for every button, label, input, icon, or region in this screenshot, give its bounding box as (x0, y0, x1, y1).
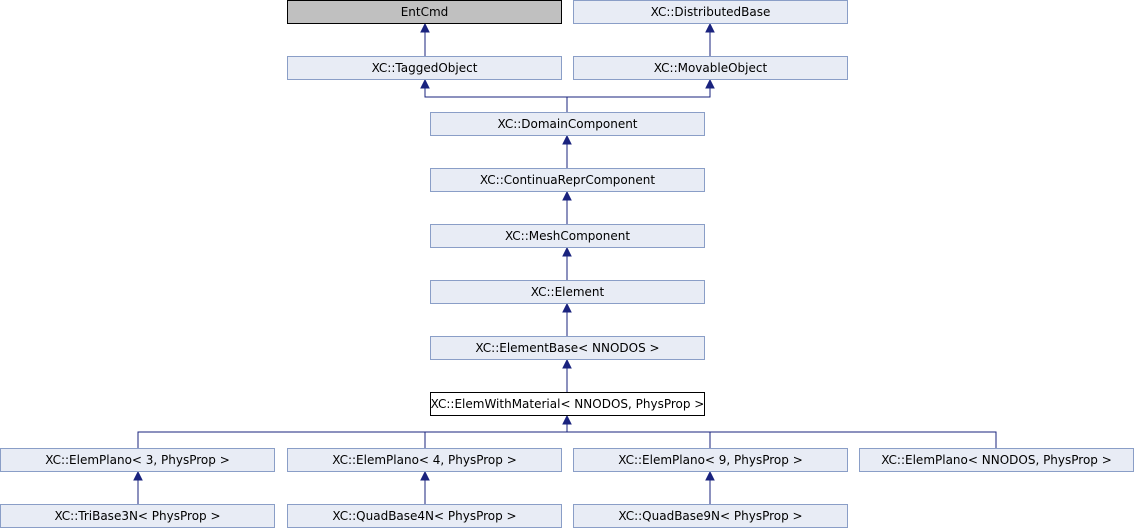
node-element[interactable]: XC::Element (430, 280, 705, 304)
arrowhead-mesh (562, 246, 572, 257)
arrowhead-elemplano9 (705, 470, 715, 481)
arrowhead-elemplano3 (133, 470, 143, 481)
node-elem-plano-4[interactable]: XC::ElemPlano< 4, PhysProp > (287, 448, 562, 472)
node-tagged-object[interactable]: XC::TaggedObject (287, 56, 562, 80)
node-continua-repr-component[interactable]: XC::ContinuaReprComponent (430, 168, 705, 192)
node-elem-with-material: XC::ElemWithMaterial< NNODOS, PhysProp > (430, 392, 705, 416)
node-movable-object[interactable]: XC::MovableObject (573, 56, 848, 80)
arrowhead-distributed (705, 22, 715, 33)
node-quad-base-4n[interactable]: XC::QuadBase4N< PhysProp > (287, 504, 562, 528)
edge-domain-to-movable (567, 84, 711, 98)
arrowhead-domain (562, 134, 572, 145)
arrowhead-elemwithmaterial (562, 414, 572, 425)
arrowhead-elementbase (562, 358, 572, 369)
node-distributed-base[interactable]: XC::DistributedBase (573, 0, 848, 24)
node-domain-component[interactable]: XC::DomainComponent (430, 112, 705, 136)
node-quad-base-9n[interactable]: XC::QuadBase9N< PhysProp > (573, 504, 848, 528)
node-entcmd: EntCmd (287, 0, 562, 24)
arrowhead-tagged (420, 78, 430, 89)
arrowhead-elemplano4 (420, 470, 430, 481)
node-elem-plano-9[interactable]: XC::ElemPlano< 9, PhysProp > (573, 448, 848, 472)
node-elem-plano-nnodos[interactable]: XC::ElemPlano< NNODOS, PhysProp > (859, 448, 1134, 472)
arrowhead-element (562, 302, 572, 313)
edge-elemplano-bus (137, 431, 997, 448)
arrowhead-continua (562, 190, 572, 201)
arrowhead-entcmd (420, 22, 430, 33)
node-element-base[interactable]: XC::ElementBase< NNODOS > (430, 336, 705, 360)
arrowhead-movable (705, 78, 715, 89)
edge-domain-to-tagged (424, 84, 568, 112)
node-mesh-component[interactable]: XC::MeshComponent (430, 224, 705, 248)
node-tri-base-3n[interactable]: XC::TriBase3N< PhysProp > (0, 504, 275, 528)
node-elem-plano-3[interactable]: XC::ElemPlano< 3, PhysProp > (0, 448, 275, 472)
